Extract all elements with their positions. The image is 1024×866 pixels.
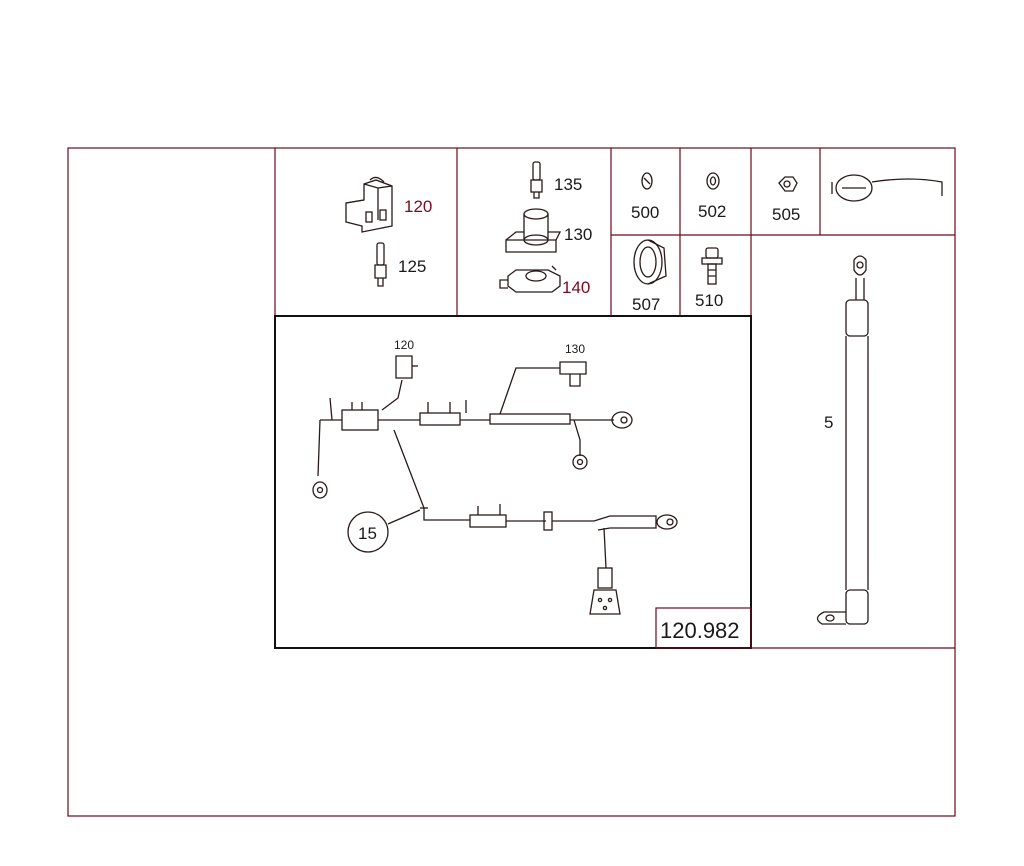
part-507-drawing	[633, 239, 667, 285]
part-120-drawing	[345, 176, 393, 233]
part-label-140: 140	[562, 278, 590, 297]
cable-tie-drawing	[831, 174, 943, 202]
part-130-drawing	[505, 208, 562, 253]
part-label-135: 135	[554, 175, 582, 194]
part-125-drawing	[374, 242, 387, 287]
part-500-drawing	[641, 172, 653, 190]
part-label-502: 502	[698, 202, 726, 221]
harness-callout-130: 130	[565, 342, 585, 356]
harness-callout-120: 120	[394, 338, 414, 352]
diagram-frame	[67, 147, 956, 817]
part-505-drawing	[778, 176, 798, 192]
wiring-harness-drawing	[312, 355, 678, 615]
harness-callout-15: 15	[358, 524, 377, 543]
part-5-drawing	[816, 255, 869, 625]
part-510-drawing	[701, 247, 723, 285]
part-label-130: 130	[564, 225, 592, 244]
part-label-5: 5	[824, 413, 833, 432]
part-label-125: 125	[398, 257, 426, 276]
part-label-500: 500	[631, 203, 659, 222]
figure-number: 120.982	[660, 618, 740, 643]
part-label-505: 505	[772, 205, 800, 224]
part-label-507: 507	[632, 295, 660, 314]
part-140-drawing	[499, 265, 561, 293]
part-502-drawing	[706, 172, 720, 190]
part-135-drawing	[530, 161, 543, 199]
part-label-510: 510	[695, 291, 723, 310]
part-label-120: 120	[404, 197, 432, 216]
